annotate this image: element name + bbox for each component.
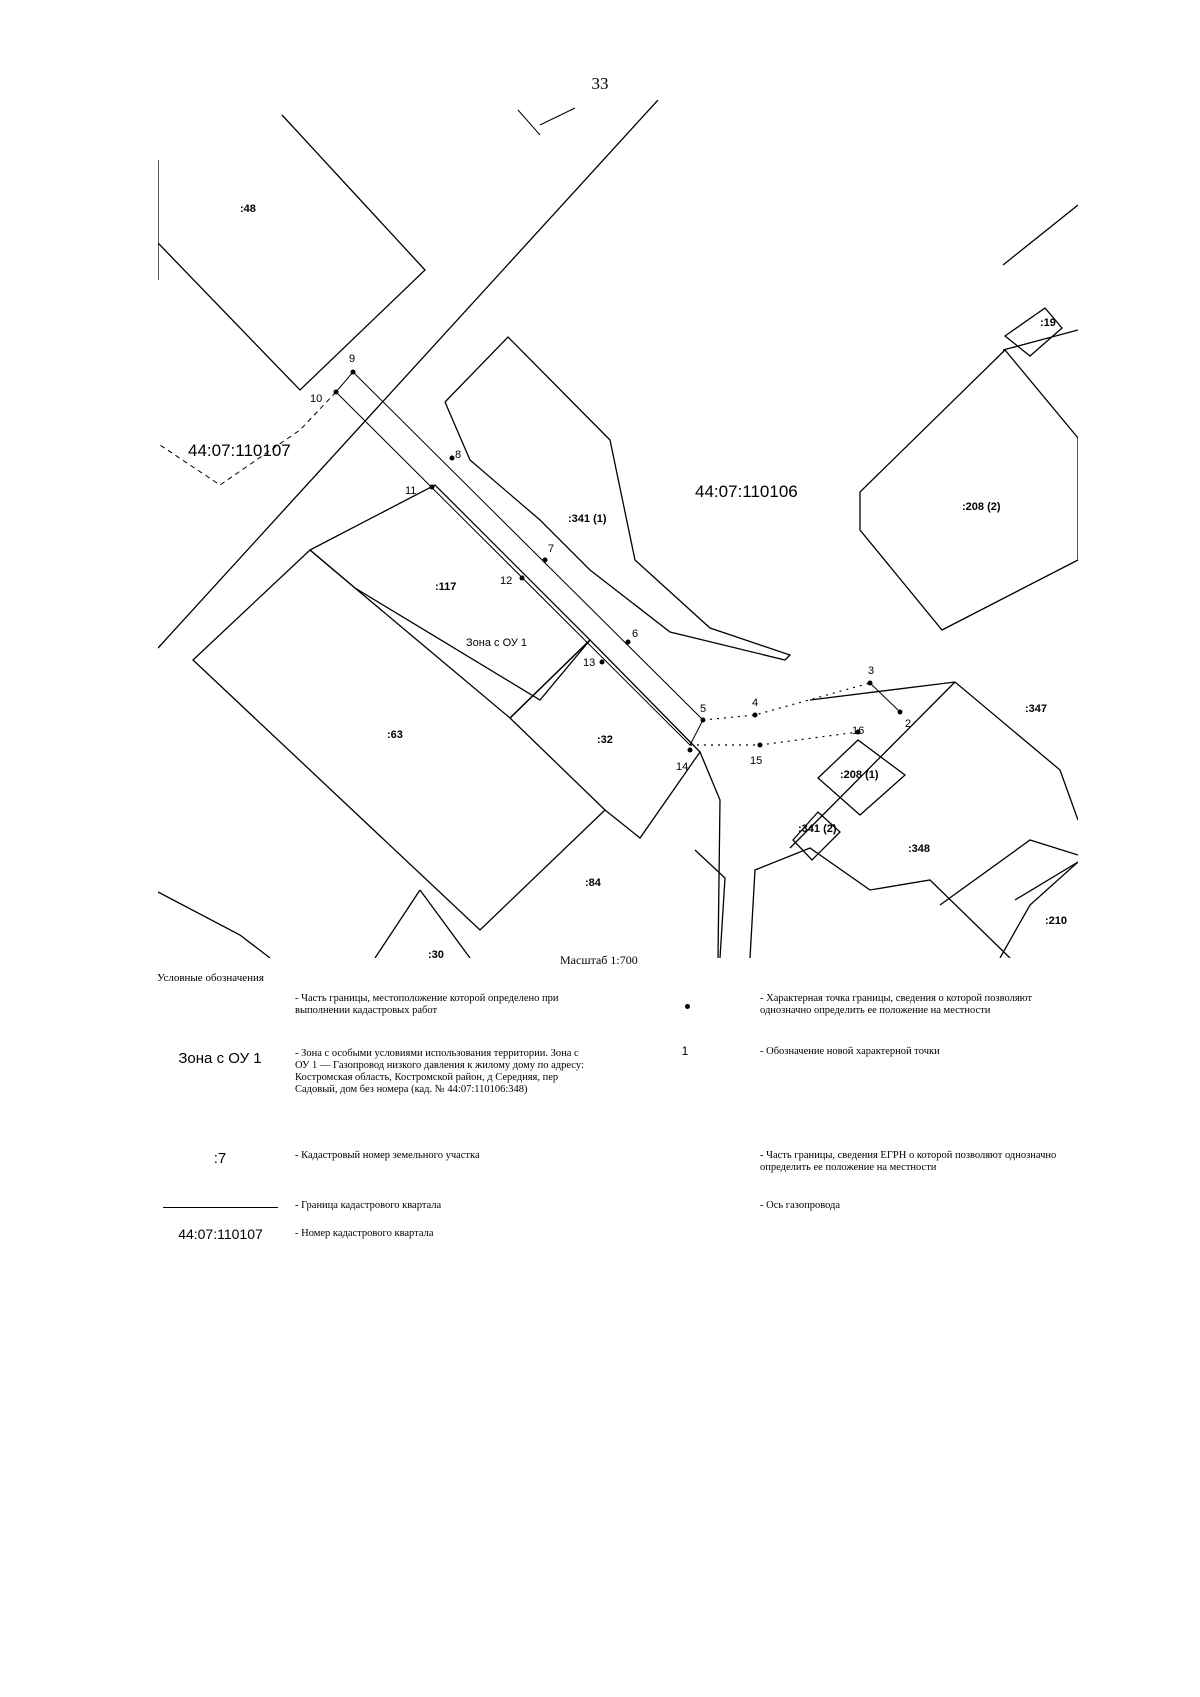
parcel-label: :32 — [597, 734, 613, 746]
parcel-label: :63 — [387, 729, 403, 741]
point-number: 14 — [676, 761, 688, 773]
parcel-label: :210 — [1045, 915, 1067, 927]
point-marker — [700, 717, 706, 723]
point-marker — [687, 747, 693, 753]
point-marker — [333, 389, 339, 395]
parcel-341-2-boundary — [792, 811, 841, 861]
parcel-208-2-boundary — [859, 349, 1078, 631]
parcel-210-boundary — [1014, 861, 1078, 901]
egrn-boundary-dotted — [702, 682, 871, 721]
zone-label: Зона с ОУ 1 — [466, 637, 527, 649]
legend-zone-desc: - Зона с особыми условиями использования… — [295, 1048, 584, 1095]
point-number: 12 — [500, 575, 512, 587]
parcel-label: :48 — [240, 203, 256, 215]
parcel-341-1-boundary — [444, 336, 792, 661]
road-edge-line — [517, 109, 541, 136]
parcel-348-boundary — [789, 681, 956, 849]
map-scale: Масштаб 1:700 — [560, 953, 638, 967]
legend-new-point-desc: - Обозначение новой характерной точки — [760, 1046, 940, 1057]
parcel-label: :117 — [435, 581, 456, 593]
legend-boundary-defined: - Часть границы, местоположение которой … — [295, 993, 559, 1016]
point-number: 13 — [583, 657, 595, 669]
quarter-boundary-line — [158, 100, 659, 649]
point-marker — [449, 455, 455, 461]
point-number: 11 — [405, 485, 416, 497]
point-number: 9 — [349, 353, 355, 365]
parcel-19-box — [1002, 329, 1078, 351]
legend-quarter-symbol: 44:07:110107 — [178, 1226, 263, 1242]
parcel-48-boundary — [158, 114, 426, 391]
parcel-label: :208 (2) — [962, 501, 1001, 513]
quarter-110107-dashed — [159, 391, 337, 486]
parcel-30-boundary — [158, 891, 271, 958]
egrn-boundary-dotted — [690, 731, 859, 746]
quarter-label-east: 44:07:110106 — [695, 482, 798, 501]
legend-quarter-line-desc: - Граница кадастрового квартала — [295, 1200, 442, 1211]
parcel-label: :348 — [908, 843, 930, 855]
gas-zone-outline — [335, 371, 704, 746]
point-number: 8 — [455, 449, 461, 461]
legend-title: Условные обозначения — [157, 972, 264, 984]
road-edge-line — [539, 107, 576, 126]
legend-egrn-boundary-desc: - Часть границы, сведения ЕГРН о которой… — [760, 1150, 1057, 1173]
parcel-19-outline — [1003, 307, 1063, 357]
legend-parcel-symbol: :7 — [213, 1150, 227, 1167]
point-marker — [855, 729, 861, 735]
legend-point-marker — [685, 1004, 690, 1009]
point-marker — [757, 742, 763, 748]
legend-existing-point-desc: - Характерная точка границы, сведения о … — [760, 993, 1032, 1016]
page-number: 33 — [591, 74, 609, 93]
parcel-347-boundary — [809, 681, 1078, 821]
point-number: 2 — [905, 718, 911, 730]
legend-gas-axis-desc: - Ось газопровода — [760, 1200, 841, 1211]
legend-quarter-line — [163, 1207, 278, 1208]
point-marker — [429, 484, 435, 490]
parcel-label: :208 (1) — [840, 769, 879, 781]
quarter-label-west: 44:07:110107 — [188, 441, 291, 460]
parcel-label: :84 — [585, 877, 602, 889]
parcel-label: :341 (2) — [798, 823, 837, 835]
legend-quarter-desc: - Номер кадастрового квартала — [295, 1228, 434, 1239]
parcel-208-1-boundary — [817, 739, 907, 816]
point-marker — [897, 709, 903, 715]
point-marker — [350, 369, 356, 375]
legend-new-point-symbol: 1 — [681, 1044, 689, 1058]
point-marker — [542, 557, 548, 563]
point-number: 5 — [700, 703, 706, 715]
parcel-84-boundary — [419, 889, 471, 958]
parcel-19-boundary — [1002, 204, 1078, 266]
parcel-label: :347 — [1025, 703, 1047, 715]
point-number: 16 — [852, 725, 864, 737]
parcel-label: :19 — [1040, 317, 1056, 329]
legend-zone-symbol: Зона с ОУ 1 — [178, 1050, 262, 1067]
point-number: 7 — [548, 543, 554, 555]
parcel-label: :30 — [428, 949, 444, 961]
parcel-84-boundary — [699, 751, 721, 958]
parcel-label: :341 (1) — [568, 513, 607, 525]
parcel-348-boundary — [999, 861, 1078, 958]
point-number: 6 — [632, 628, 638, 640]
point-marker — [599, 659, 605, 665]
point-number: 15 — [750, 755, 762, 767]
parcel-84-boundary — [694, 849, 726, 958]
road-edge-line — [869, 682, 901, 713]
point-marker — [867, 680, 873, 686]
point-number: 4 — [752, 697, 758, 709]
point-marker — [519, 575, 525, 581]
parcel-348-boundary — [939, 839, 1078, 906]
point-number: 10 — [310, 393, 322, 405]
point-marker — [625, 639, 631, 645]
parcel-348-boundary — [749, 847, 1011, 958]
point-number: 3 — [868, 665, 874, 677]
legend-parcel-desc: - Кадастровый номер земельного участка — [295, 1150, 480, 1161]
road-edge-line — [374, 889, 421, 958]
point-marker — [752, 712, 758, 718]
